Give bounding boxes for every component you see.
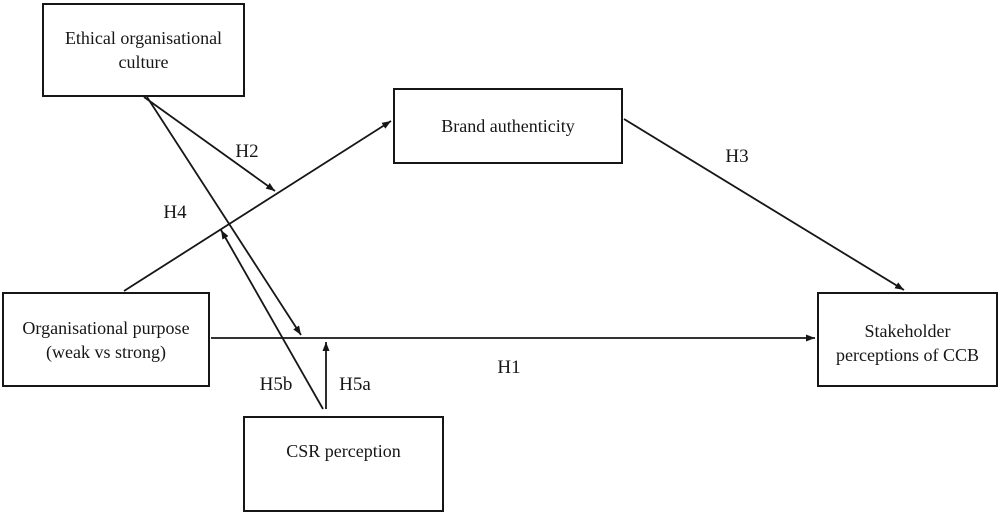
- node-label: culture: [118, 52, 169, 72]
- node-label: perceptions of CCB: [836, 344, 979, 365]
- node-label: Stakeholder: [864, 320, 951, 341]
- arrow-h5b-moderation: [220, 229, 324, 410]
- node-label: Brand authenticity: [441, 116, 575, 136]
- hypothesis-label-h5a: H5a: [339, 374, 371, 395]
- hypothesis-label-h5b: H5b: [259, 374, 293, 395]
- hypothesis-label-h3: H3: [725, 146, 749, 167]
- hypothesis-label-h4: H4: [163, 202, 187, 223]
- node-label: (weak vs strong): [46, 341, 166, 362]
- arrow-h3: [623, 118, 905, 291]
- node-organisational-purpose: Organisational purpose (weak vs strong): [2, 292, 210, 387]
- node-label: CSR perception: [286, 441, 401, 461]
- node-brand-authenticity: Brand authenticity: [393, 88, 623, 164]
- node-label: Ethical organisational: [64, 28, 223, 48]
- node-stakeholder-perceptions-of-ccb: Stakeholder perceptions of CCB: [817, 292, 998, 387]
- arrow-h4-moderation: [146, 96, 302, 336]
- node-label: Organisational purpose: [22, 317, 190, 338]
- arrow-purpose-to-brand: [123, 120, 392, 292]
- arrow-h2-moderation: [143, 96, 276, 192]
- hypothesis-label-h1: H1: [497, 357, 521, 378]
- hypothesis-label-h2: H2: [235, 141, 259, 162]
- node-ethical-organisational-culture: Ethical organisational culture: [42, 3, 245, 97]
- node-csr-perception: CSR perception: [243, 416, 444, 512]
